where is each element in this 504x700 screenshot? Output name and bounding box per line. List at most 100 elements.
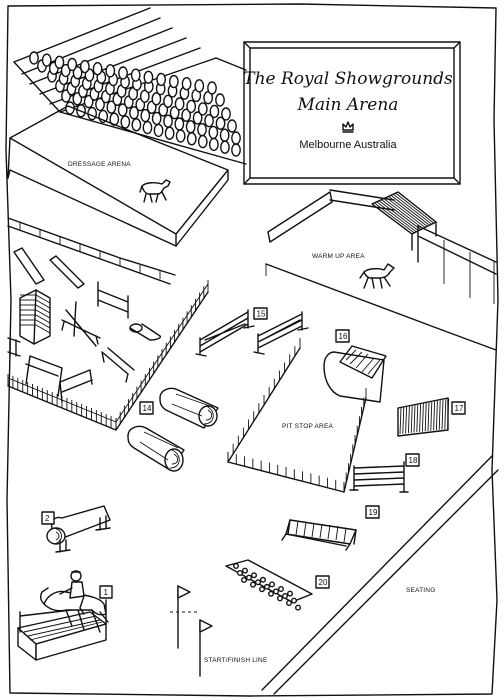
jump-1: 1 — [17, 570, 113, 661]
dressage-arena: DRESSAGE ARENA — [7, 105, 229, 247]
crown-icon — [342, 121, 354, 133]
roof-slat — [390, 194, 430, 226]
seat — [220, 140, 230, 154]
brush-stroke — [447, 398, 450, 429]
seat — [181, 77, 192, 91]
seat — [41, 53, 52, 67]
seat — [169, 105, 180, 120]
flag-icon — [177, 585, 191, 649]
flower — [282, 593, 289, 600]
seat — [219, 128, 230, 142]
dressage-label: DRESSAGE ARENA — [68, 161, 131, 168]
logs-14: 14 — [127, 387, 219, 472]
brush-stroke — [430, 401, 433, 431]
roof-slat — [378, 200, 419, 232]
brush-stroke — [427, 402, 430, 432]
grandstand — [13, 7, 247, 165]
marker-1: 1 — [104, 588, 109, 597]
seat — [151, 92, 162, 106]
roof-slat — [397, 191, 437, 223]
seat — [221, 107, 231, 121]
marker-14: 14 — [143, 404, 152, 413]
brush-stroke — [416, 404, 419, 433]
stadium-wall — [7, 189, 499, 695]
brush-stroke — [402, 407, 405, 434]
seat — [120, 115, 131, 129]
seat — [215, 93, 225, 107]
seat — [175, 129, 186, 143]
fence-rail — [115, 283, 209, 423]
seat — [67, 57, 78, 72]
seat — [54, 55, 65, 69]
seat — [208, 137, 219, 152]
title-line1: The Royal Showgrounds — [243, 69, 453, 89]
jump-17: 17 — [397, 397, 466, 437]
brush-stroke — [410, 405, 413, 433]
marker-18: 18 — [409, 456, 418, 465]
seat — [174, 97, 185, 111]
brick-line — [35, 319, 51, 329]
seat — [194, 79, 205, 93]
seat — [129, 106, 139, 120]
seating-label: SEATING — [406, 587, 435, 594]
seat — [130, 68, 141, 82]
horse-icon — [359, 263, 395, 289]
flower — [291, 597, 298, 604]
seat — [231, 143, 241, 157]
brush-stroke — [433, 401, 436, 431]
seat — [197, 122, 207, 137]
flower — [245, 574, 252, 581]
seat — [208, 125, 219, 140]
seat — [151, 111, 162, 126]
roof-slat — [374, 202, 415, 234]
seat — [158, 103, 169, 117]
flower — [250, 572, 257, 579]
roof-slat — [383, 198, 424, 229]
seat — [79, 59, 90, 74]
seat — [185, 120, 196, 134]
marker-20: 20 — [319, 578, 328, 587]
seat — [209, 104, 220, 119]
seat — [207, 81, 217, 95]
jump-19: 19 — [281, 505, 380, 551]
seat — [142, 120, 153, 135]
marker-17: 17 — [455, 404, 464, 413]
seat — [163, 114, 173, 128]
flower — [268, 590, 275, 597]
start-finish-line: START/FINISH LINE — [170, 585, 268, 677]
flower — [254, 579, 261, 586]
flower — [295, 604, 302, 611]
brush-stroke — [424, 403, 427, 432]
flower — [278, 586, 285, 593]
brick-line — [35, 309, 51, 319]
roof-slat — [381, 199, 422, 230]
brush-stroke — [413, 405, 416, 433]
seat — [204, 113, 214, 128]
flag-icon — [199, 619, 213, 677]
title-board: The Royal Showgrounds Main Arena Melbour… — [243, 41, 461, 185]
seat — [227, 119, 237, 133]
roof-slat — [371, 203, 413, 235]
marker-2: 2 — [45, 514, 50, 523]
flower — [240, 577, 247, 584]
roof-slat — [385, 197, 426, 228]
warmup-label: WARM UP AREA — [312, 253, 365, 260]
paddock-obstacles — [7, 247, 162, 403]
seat — [83, 94, 94, 109]
seat — [118, 66, 128, 80]
brush-stroke — [419, 404, 422, 432]
seat — [153, 123, 164, 138]
jump-2: 2 — [41, 505, 111, 553]
seat — [117, 103, 128, 117]
rider-icon — [39, 570, 109, 633]
jump-20: 20 — [225, 559, 330, 611]
seat — [215, 116, 226, 131]
seat — [231, 131, 241, 145]
flower — [259, 586, 266, 593]
seat — [186, 99, 197, 114]
flower — [241, 567, 248, 574]
roof-slat — [376, 201, 417, 233]
brush-stroke — [441, 399, 444, 430]
